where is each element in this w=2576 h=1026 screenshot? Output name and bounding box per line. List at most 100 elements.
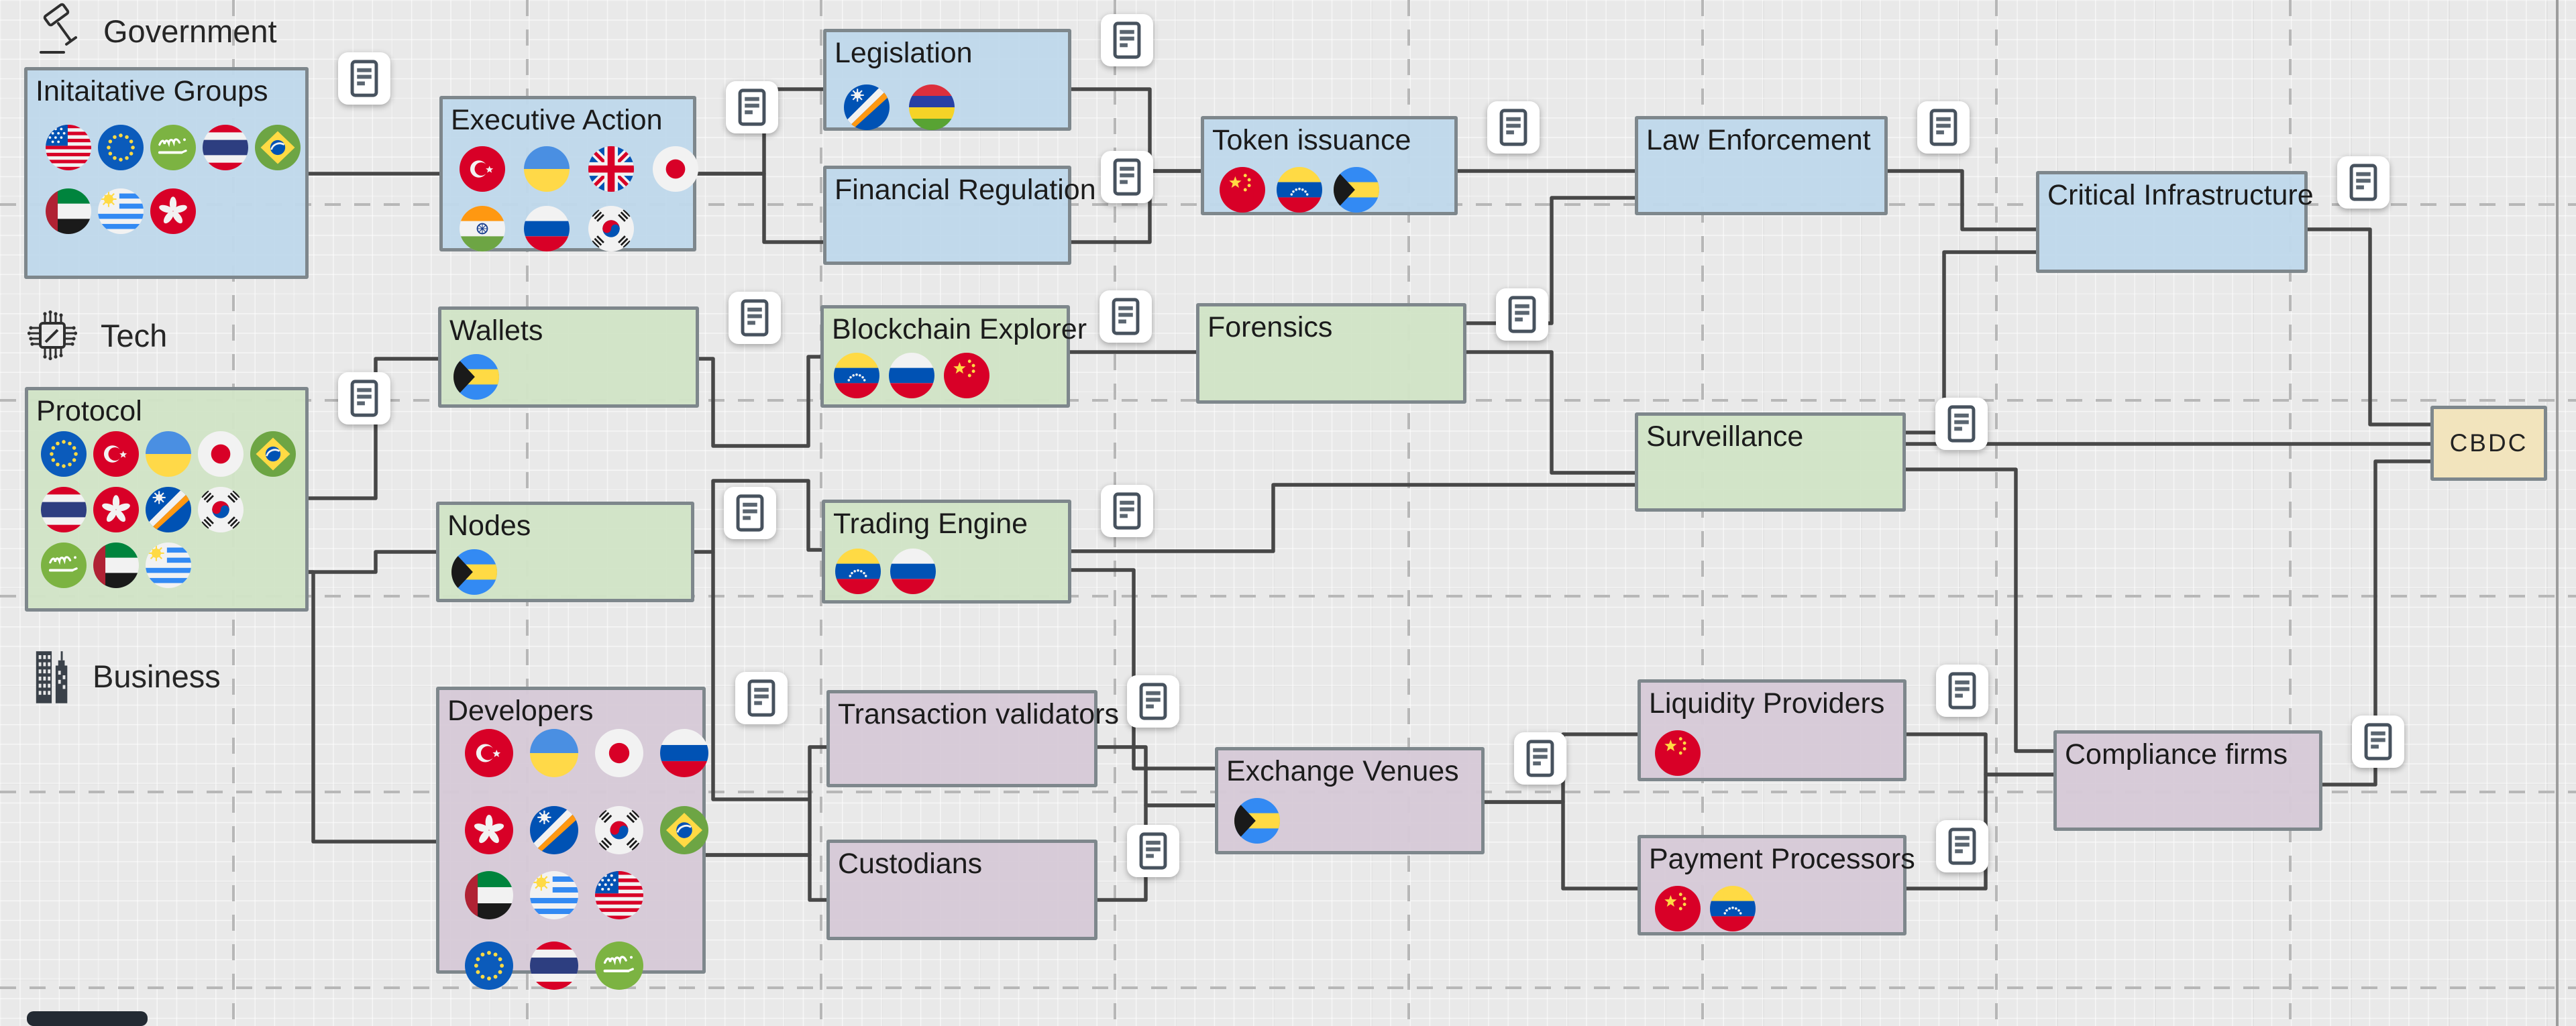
section-header-tech: Tech [23,303,167,367]
note-document-icon [1939,667,1986,714]
node-executive-action[interactable]: Executive Action [439,96,696,251]
note-icon-trading-engine[interactable] [1101,485,1153,537]
tr-flag-icon [460,146,505,192]
node-cbdc[interactable]: CBDC [2430,406,2547,481]
gb-flag-icon [588,146,634,192]
node-liquidity-providers[interactable]: Liquidity Providers [1638,679,1907,781]
ae-flag-icon [465,871,513,919]
edge-trading_engine-to-exchange_venues[interactable] [1071,568,1215,771]
cn-flag-icon [944,353,989,398]
node-title: Trading Engine [833,508,1028,540]
note-icon-law-enforcement[interactable] [1917,101,1970,154]
section-label: Tech [101,317,168,353]
note-icon-developers[interactable] [735,672,788,724]
node-forensics[interactable]: Forensics [1196,303,1466,404]
ru-flag-icon [660,729,708,777]
note-icon-nodes[interactable] [724,487,776,539]
edge-financial_regulation-to-token_issuance[interactable] [1071,169,1201,244]
node-transaction-validators[interactable]: Transaction validators [826,690,1119,787]
node-title: Wallets [449,315,543,347]
note-icon-payment-processors[interactable] [1936,820,1988,872]
node-surveillance[interactable]: Surveillance [1635,412,1906,512]
note-document-icon [341,55,388,102]
node-title: Law Enforcement [1646,124,1871,156]
note-icon-protocol[interactable] [338,372,390,424]
edge-trading_engine-to-surveillance[interactable] [1071,483,1635,553]
note-icon-exchange-venues[interactable] [1514,732,1566,785]
uy-flag-icon [146,543,191,588]
node-trading-engine[interactable]: Trading Engine [822,500,1071,604]
mh-flag-icon [530,806,578,854]
note-icon-token-issuance[interactable] [1487,101,1540,154]
eu-flag-icon [465,942,513,990]
note-icon-compliance-firms[interactable] [2352,716,2404,768]
edge-compliance_firms-to-cbdc[interactable] [2322,459,2430,787]
node-critical-infrastructure[interactable]: Critical Infrastructure [2036,171,2314,273]
node-wallets[interactable]: Wallets [438,306,699,408]
note-icon-liquidity-providers[interactable] [1936,665,1988,717]
node-developers[interactable]: Developers [436,687,706,974]
edge-protocol-to-wallets[interactable] [309,357,438,500]
edge-critical_infrastructure-to-cbdc[interactable] [2308,227,2430,426]
edge-forensics-to-surveillance[interactable] [1466,350,1635,475]
note-icon-transaction-validators[interactable] [1127,675,1179,728]
node-legislation[interactable]: Legislation [823,29,1071,131]
node-token-issuance[interactable]: Token issuance [1201,116,1458,215]
edge-executive_action-to-financial_regulation[interactable] [696,172,823,244]
node-title: Custodians [838,848,983,880]
bs-flag-icon [451,549,497,595]
in-flag-icon [460,206,505,251]
note-icon-wallets[interactable] [729,292,781,344]
ua-flag-icon [530,729,578,777]
note-icon-initiative-groups[interactable] [338,52,390,105]
node-exchange-venues[interactable]: Exchange Venues [1215,747,1485,854]
node-title: Financial Regulation [835,174,1096,206]
kr-flag-icon [595,806,643,854]
note-icon-critical-infrastructure[interactable] [2337,156,2390,209]
edge-surveillance-to-critical_infrastructure[interactable] [1906,250,2036,435]
edge-nodes-to-trading_engine[interactable] [694,479,822,554]
edge-law_enforcement-to-critical_infrastructure[interactable] [1888,169,2036,231]
note-document-icon [341,375,388,422]
note-icon-executive-action[interactable] [726,81,778,133]
note-icon-financial-regulation[interactable] [1101,151,1153,203]
node-financial-regulation[interactable]: Financial Regulation [823,166,1096,265]
node-title: Nodes [447,510,531,542]
node-custodians[interactable]: Custodians [826,840,1097,940]
node-title: Executive Action [451,104,663,136]
note-document-icon [1104,154,1150,201]
hk-flag-icon [93,487,139,532]
note-document-icon [1102,293,1149,340]
sa-flag-icon [41,543,87,588]
horizontal-scrollbar-thumb[interactable] [27,1011,148,1026]
note-icon-custodians[interactable] [1127,825,1179,877]
edge-wallets-to-blockchain_explorer[interactable] [699,355,820,448]
note-icon-legislation[interactable] [1101,14,1153,66]
node-protocol[interactable]: Protocol [25,387,309,612]
edge-protocol-to-nodes[interactable] [309,550,436,574]
note-icon-forensics[interactable] [1496,288,1548,341]
edge-protocol-to-developers[interactable] [309,570,436,844]
edge-exchange_venues-to-payment_processors[interactable] [1485,800,1638,891]
bs-flag-icon [1234,798,1280,844]
jp-flag-icon [595,729,643,777]
mu-flag-icon [909,84,955,130]
node-compliance-firms[interactable]: Compliance firms [2053,730,2322,831]
us-flag-icon [46,125,91,170]
note-icon-surveillance[interactable] [1935,398,1988,450]
node-nodes[interactable]: Nodes [436,502,694,602]
ve-flag-icon [834,353,879,398]
node-initiative-groups[interactable]: Initaitative Groups [24,67,309,279]
hk-flag-icon [150,188,196,234]
node-payment-processors[interactable]: Payment Processors [1638,835,1915,935]
edge-wallets_nodes_trunk-to-validators_custodians_trunk[interactable] [711,552,810,801]
node-law-enforcement[interactable]: Law Enforcement [1635,116,1888,215]
node-blockchain-explorer[interactable]: Blockchain Explorer [820,305,1087,408]
edge-surveillance-to-compliance_firms[interactable] [1906,467,2053,753]
note-document-icon [1938,400,1985,447]
node-title: Transaction validators [838,698,1120,730]
note-icon-blockchain-explorer[interactable] [1099,290,1152,343]
node-title: Surveillance [1646,420,1804,453]
edge-developers-to-custodians[interactable] [706,853,826,902]
